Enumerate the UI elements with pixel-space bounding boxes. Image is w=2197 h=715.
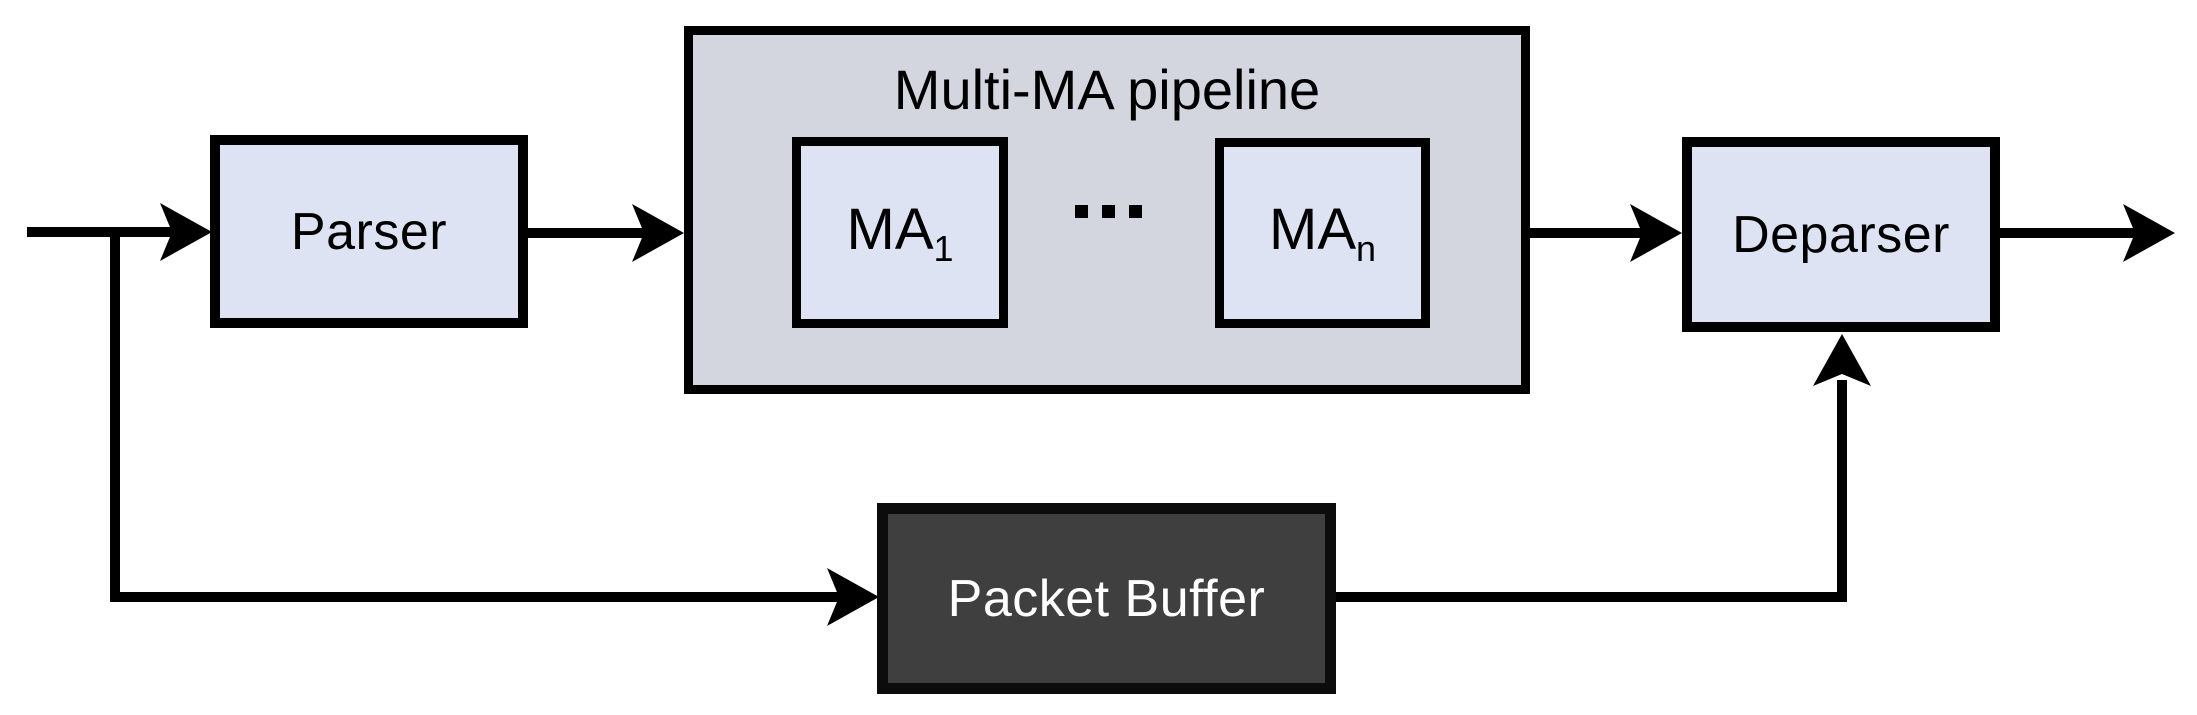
- parser-box: Parser: [210, 135, 528, 328]
- dot-icon: [1129, 205, 1142, 218]
- packet-buffer-label: Packet Buffer: [947, 569, 1266, 628]
- pipeline-arrowhead-icon: [632, 204, 684, 262]
- ma-first-box: MA1: [792, 137, 1008, 328]
- ma-last-box: MAn: [1215, 138, 1430, 328]
- packet-buffer-box: Packet Buffer: [877, 503, 1336, 694]
- deparser-box: Deparser: [1682, 137, 2000, 332]
- deparser-label: Deparser: [1732, 205, 1950, 264]
- pipeline-title: Multi-MA pipeline: [893, 58, 1321, 121]
- ma-first-label: MA1: [846, 196, 954, 269]
- deparser-arrowhead-icon: [1630, 204, 1682, 262]
- dot-icon: [1075, 205, 1088, 218]
- dot-icon: [1102, 205, 1115, 218]
- input-arrowhead-icon: [160, 203, 212, 261]
- ellipsis-dots: [1075, 205, 1142, 218]
- ma-last-label: MAn: [1269, 197, 1376, 269]
- buffer-arrowhead-icon: [827, 568, 879, 626]
- buffer-to-deparser-line: [1336, 380, 1847, 602]
- parser-label: Parser: [290, 202, 448, 261]
- up-arrowhead-icon: [1813, 334, 1871, 386]
- output-arrowhead-icon: [2123, 204, 2175, 262]
